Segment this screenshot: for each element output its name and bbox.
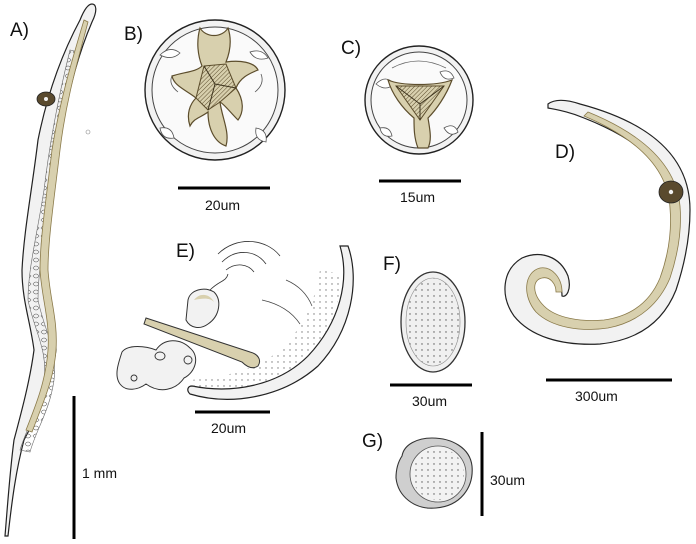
panel-e-bursa [116,340,197,391]
panel-d-label: D) [555,142,575,163]
panel-c-label: C) [341,38,361,59]
panel-a-scale-label: 1 mm [82,465,117,481]
panel-f-egg-content [405,277,461,367]
panel-b-scale-label: 20um [205,197,240,213]
panel-e-tail-body [187,245,354,400]
panel-b-pharynx-core [195,63,237,111]
panel-e-papilla [185,288,220,328]
panel-a-label: A) [10,20,29,41]
panel-a-worm-body [4,3,97,537]
panel-d-intestine [526,111,681,330]
panel-a: A) 1 mm [4,3,117,539]
panel-a-intestine [25,19,89,433]
panel-g: G) 30um [362,431,525,516]
panel-f-label: F) [383,254,401,275]
panel-e-label: E) [176,241,195,262]
panel-d-scale-label: 300um [575,388,618,404]
panel-e-scale-label: 20um [211,420,246,436]
panel-e: E) 20um [116,241,354,436]
panel-f: F) 30um [383,254,472,409]
panel-b-label: B) [124,24,143,45]
panel-d: D) 300um [504,99,691,404]
panel-c: C) 15um [341,38,474,205]
panel-g-scale-label: 30um [490,472,525,488]
panel-c-scale-label: 15um [400,189,435,205]
panel-b: B) 20um [124,19,286,213]
panel-g-label: G) [362,431,383,452]
panel-e-spicule [143,317,261,369]
panel-f-scale-label: 30um [412,393,447,409]
